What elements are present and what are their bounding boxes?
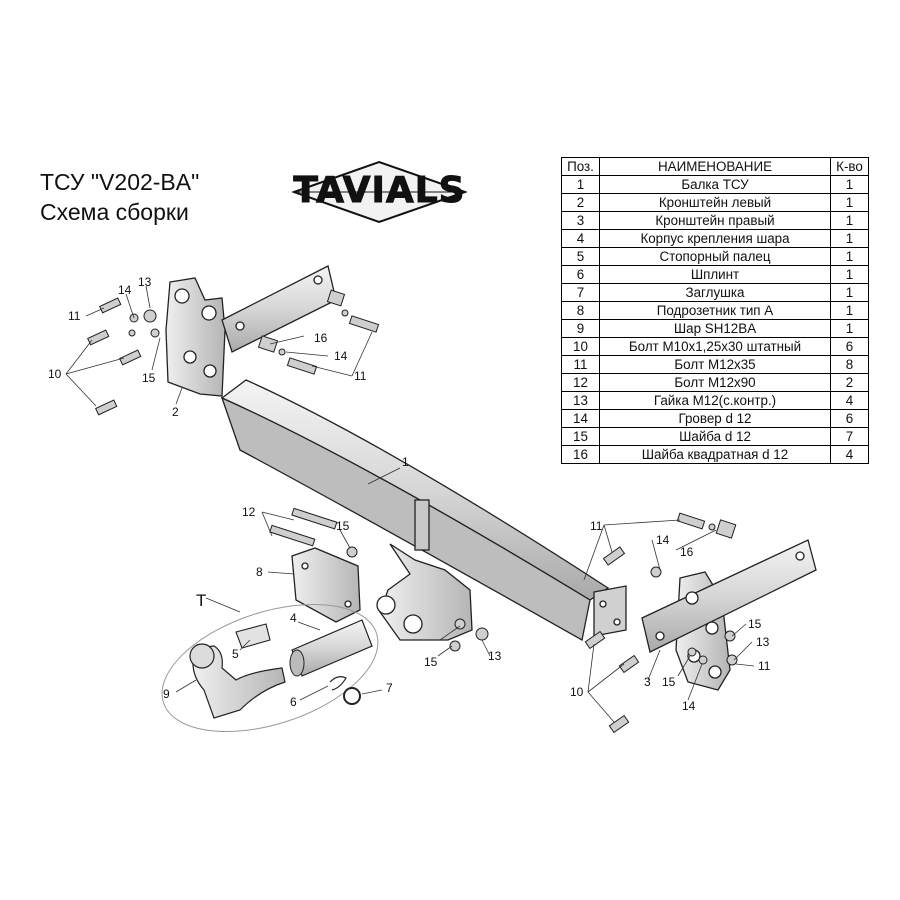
callout-right-10: 10 — [570, 685, 584, 699]
right-bracket — [641, 539, 817, 691]
callout-mid-15: 15 — [336, 519, 350, 533]
callout-beam-1: 1 — [402, 455, 409, 469]
diagram-subtitle: Схема сборки — [40, 199, 189, 225]
callout-left-13: 13 — [138, 275, 152, 289]
callout-ball-6: 6 — [290, 695, 297, 709]
tow-beam — [220, 379, 627, 642]
socket-bracket — [291, 547, 361, 623]
leader-lines — [65, 285, 755, 723]
callout-left-16: 16 — [314, 331, 328, 345]
callout-ball-9: 9 — [163, 687, 170, 701]
callout-right-14b: 14 — [682, 699, 696, 713]
callout-left-10: 10 — [48, 367, 62, 381]
cell-name: Болт М10х1,25х30 штатный — [599, 337, 831, 356]
callout-mid-12: 12 — [242, 505, 256, 519]
cell-quantity: 4 — [830, 445, 869, 464]
cell-name: Болт М12х90 — [599, 373, 831, 392]
cell-position: 13 — [561, 391, 600, 410]
callout-left-11b: 11 — [354, 369, 367, 383]
callout-right-15: 15 — [662, 675, 676, 689]
callout-left-15: 15 — [142, 371, 156, 385]
callout-left-14: 14 — [118, 283, 132, 297]
callout-ball-7: 7 — [386, 681, 393, 695]
cell-quantity: 1 — [830, 193, 869, 212]
cell-name: Кронштейн правый — [599, 211, 831, 230]
diagram-title: ТСУ "V202-BA" — [40, 169, 200, 195]
logo-diamond-icon — [292, 160, 467, 224]
ball-group-label: T — [196, 591, 206, 610]
callout-ball-4: 4 — [290, 611, 297, 625]
cell-position: 11 — [561, 355, 600, 374]
column-header-quantity: К-во — [830, 157, 869, 176]
callout-mid-15b: 15 — [424, 655, 438, 669]
cell-name: Кронштейн левый — [599, 193, 831, 212]
cell-position: 10 — [561, 337, 600, 356]
callout-left-11: 11 — [68, 309, 81, 323]
callout-left-2: 2 — [172, 405, 179, 419]
cell-name: Гайка М12(с.контр.) — [599, 391, 831, 410]
cell-quantity: 6 — [830, 337, 869, 356]
callout-mid-13: 13 — [488, 649, 502, 663]
callout-right-11b: 11 — [758, 659, 771, 673]
brand-logo: TAVIALS — [292, 160, 467, 224]
cell-quantity: 2 — [830, 373, 869, 392]
left-bracket — [165, 265, 337, 397]
callout-right-13: 13 — [756, 635, 770, 649]
cell-name: Стопорный палец — [599, 247, 831, 266]
callout-right-3: 3 — [644, 675, 651, 689]
ball-group — [161, 603, 379, 733]
callout-mid-8: 8 — [256, 565, 263, 579]
callout-right-11: 11 — [590, 519, 603, 533]
cell-name: Шайба квадратная d 12 — [599, 445, 831, 464]
cell-name: Шар SH12BA — [599, 319, 831, 338]
callout-right-15b: 15 — [748, 617, 762, 631]
callout-ball-5: 5 — [232, 647, 239, 661]
ball-mount-bracket — [376, 499, 473, 641]
fasteners — [87, 289, 738, 734]
callout-right-14: 14 — [656, 533, 670, 547]
logo-text: TAVIALS — [293, 170, 466, 212]
cell-position: 14 — [561, 409, 600, 428]
callout-labels: 11 14 13 10 15 2 16 14 11 1 12 15 8 T 4 … — [48, 275, 771, 713]
callout-right-16: 16 — [680, 545, 694, 559]
callout-left-14b: 14 — [334, 349, 348, 363]
